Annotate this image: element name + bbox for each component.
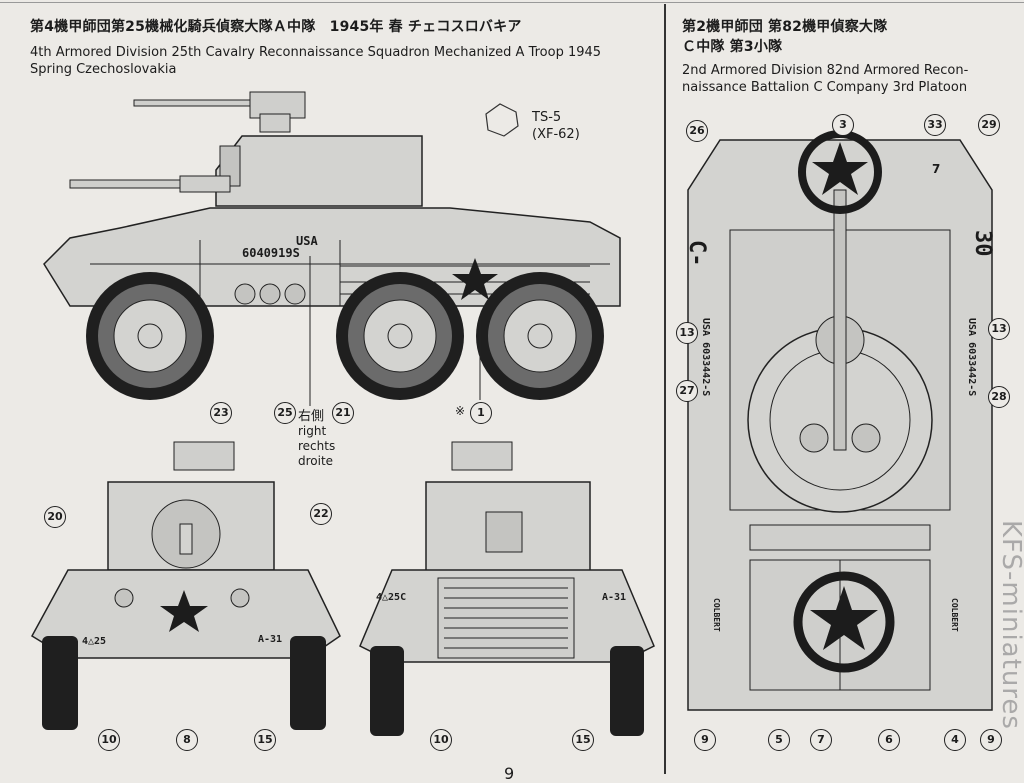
right-side-fr: droite bbox=[298, 454, 334, 468]
callout-10-front: 10 bbox=[98, 729, 120, 751]
right-side-de: rechts bbox=[298, 439, 336, 453]
callout-23: 23 bbox=[210, 402, 232, 424]
top-view-drawing bbox=[687, 130, 993, 711]
callout-9-right: 9 bbox=[980, 729, 1002, 751]
page-number: 9 bbox=[504, 764, 515, 783]
front-view-drawing bbox=[30, 441, 341, 730]
right-title-ja-line1: 第2機甲師団 第82機甲偵察大隊 bbox=[682, 19, 888, 35]
callout-20: 20 bbox=[44, 506, 66, 528]
marking-c: C- bbox=[684, 240, 709, 267]
name-right: COLBERT bbox=[950, 598, 959, 632]
callout-13-right: 13 bbox=[988, 318, 1010, 340]
left-title-en-line1: 4th Armored Division 25th Cavalry Reconn… bbox=[30, 45, 602, 60]
callout-1: 1 bbox=[470, 402, 492, 424]
marking-30: 30 bbox=[970, 230, 995, 257]
callout-7: 7 bbox=[810, 729, 832, 751]
left-title-en-line2: Spring Czechoslovakia bbox=[30, 62, 177, 77]
side-marking-serial: 6040919S bbox=[242, 246, 300, 260]
callout-25: 25 bbox=[274, 402, 296, 424]
paint-code: TS-5 bbox=[532, 110, 562, 125]
serial-right: USA 6033442-S bbox=[966, 318, 977, 397]
watermark: KFS-miniatures bbox=[996, 520, 1024, 730]
callout-5: 5 bbox=[768, 729, 790, 751]
name-left: COLBERT bbox=[712, 598, 721, 632]
callout-29: 29 bbox=[978, 114, 1000, 136]
callout-33: 33 bbox=[924, 114, 946, 136]
roundel-number: 7 bbox=[932, 162, 941, 176]
side-marking-usa: USA bbox=[296, 234, 318, 248]
panel-divider bbox=[664, 4, 666, 774]
callout-26: 26 bbox=[686, 120, 708, 142]
asterisk-mark: ※ bbox=[455, 404, 466, 418]
serial-left: USA 6033442-S bbox=[700, 318, 711, 397]
front-marking-left: 4△25 bbox=[82, 636, 107, 647]
right-title-en-line1: 2nd Armored Division 82nd Armored Recon- bbox=[682, 63, 969, 78]
callout-21: 21 bbox=[332, 402, 354, 424]
top-rule bbox=[0, 2, 1024, 3]
right-side-ja: 右側 bbox=[298, 409, 325, 424]
callout-27: 27 bbox=[676, 380, 698, 402]
callout-28: 28 bbox=[988, 386, 1010, 408]
rear-view-drawing bbox=[359, 441, 655, 736]
callout-10-rear: 10 bbox=[430, 729, 452, 751]
right-title-ja-line2: Ｃ中隊 第3小隊 bbox=[682, 39, 783, 55]
callout-4: 4 bbox=[944, 729, 966, 751]
callout-15-front: 15 bbox=[254, 729, 276, 751]
right-title-en-line2: naissance Battalion C Company 3rd Platoo… bbox=[682, 80, 968, 95]
callout-15-rear: 15 bbox=[572, 729, 594, 751]
callout-3: 3 bbox=[832, 114, 854, 136]
callout-9-left: 9 bbox=[694, 729, 716, 751]
rear-marking-left: 4△25C bbox=[376, 592, 407, 603]
callout-8: 8 bbox=[176, 729, 198, 751]
paint-code-alt: (XF-62) bbox=[532, 127, 580, 142]
right-side-en: right bbox=[298, 424, 327, 438]
callout-22: 22 bbox=[310, 503, 332, 525]
side-view-drawing bbox=[43, 91, 621, 406]
rear-marking-right: A-31 bbox=[602, 592, 627, 603]
front-marking-right: A-31 bbox=[258, 634, 283, 645]
callout-6: 6 bbox=[878, 729, 900, 751]
callout-13-left: 13 bbox=[676, 322, 698, 344]
paint-swatch-icon bbox=[485, 103, 519, 137]
left-title-ja: 第4機甲師団第25機械化騎兵偵察大隊Ａ中隊 1945年 春 チェコスロバキア bbox=[30, 19, 522, 35]
